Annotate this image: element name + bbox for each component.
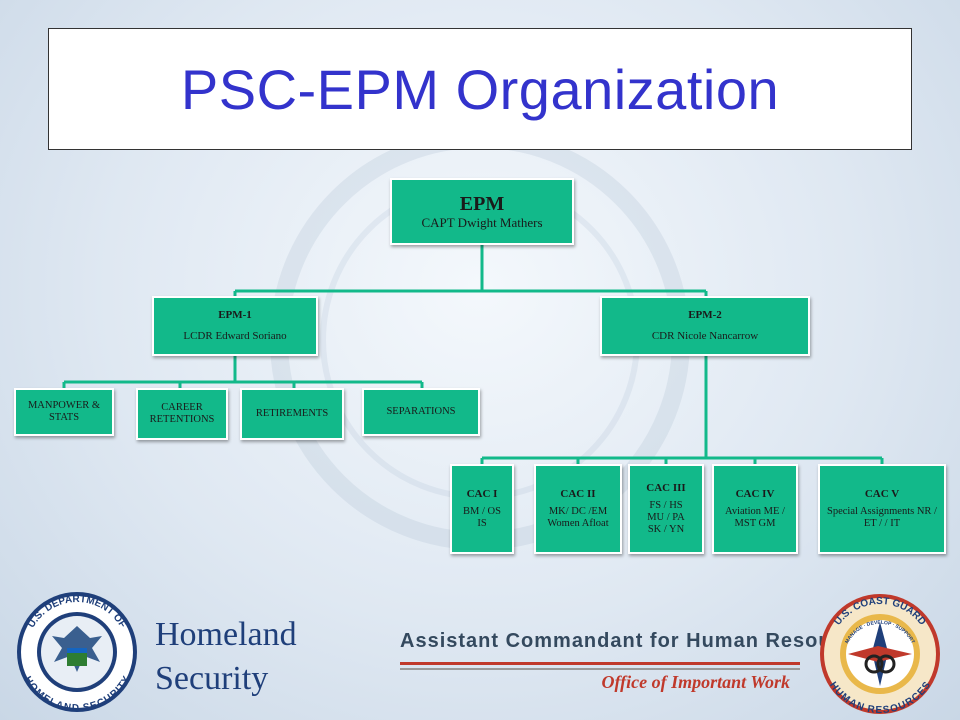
node-career-retentions: CAREER RETENTIONS [136, 388, 228, 440]
node-retirements-label: RETIREMENTS [255, 407, 329, 419]
dhs-seal-icon: U.S. DEPARTMENT OF HOMELAND SECURITY [17, 592, 137, 714]
node-cac-2-name: CAC II [560, 487, 596, 500]
page-title: PSC-EPM Organization [180, 57, 780, 121]
node-cac-1-lines: BM / OS IS [463, 506, 501, 530]
node-cac-4: CAC IV Aviation ME / MST GM [712, 464, 798, 554]
footer-red-rule [400, 662, 800, 665]
node-epm-sub: CAPT Dwight Mathers [421, 214, 543, 230]
uscg-human-resources-seal-icon: U.S. COAST GUARD HUMAN RESOURCES MANAGE … [820, 594, 940, 716]
footer-gray-rule [400, 668, 800, 670]
node-cac-2-lines: MK/ DC /EM Women Afloat [547, 506, 609, 530]
node-cac-3-lines: FS / HS MU / PA SK / YN [647, 500, 685, 536]
node-epm-name: EPM [459, 192, 505, 215]
node-cac-4-name: CAC IV [735, 487, 775, 500]
node-cac-5: CAC V Special Assignments NR / ET / / IT [818, 464, 946, 554]
node-epm1-name: EPM-1 [218, 309, 252, 322]
node-cac-1-name: CAC I [466, 487, 498, 500]
office-label: Office of Important Work [601, 672, 790, 692]
node-cac-1: CAC I BM / OS IS [450, 464, 514, 554]
node-epm2-sub: CDR Nicole Nancarrow [651, 330, 759, 342]
node-manpower-stats: MANPOWER & STATS [14, 388, 114, 436]
node-cac-3-name: CAC III [646, 481, 686, 494]
node-manpower-stats-label: MANPOWER & STATS [27, 399, 101, 423]
node-cac-5-name: CAC V [864, 487, 900, 500]
node-epm: EPM CAPT Dwight Mathers [390, 178, 574, 245]
node-epm2: EPM-2 CDR Nicole Nancarrow [600, 296, 810, 356]
assistant-commandant-label: Assistant Commandant for Human Resources [400, 630, 877, 652]
node-retirements: RETIREMENTS [240, 388, 344, 440]
node-epm2-name: EPM-2 [688, 309, 722, 322]
node-epm1-sub: LCDR Edward Soriano [183, 330, 287, 342]
node-separations: SEPARATIONS [362, 388, 480, 436]
node-cac-2: CAC II MK/ DC /EM Women Afloat [534, 464, 622, 554]
node-cac-3: CAC III FS / HS MU / PA SK / YN [628, 464, 704, 554]
title-box: PSC-EPM Organization [48, 28, 912, 150]
security-label: Security [155, 660, 269, 697]
node-cac-4-lines: Aviation ME / MST GM [725, 506, 785, 530]
homeland-label: Homeland [155, 616, 297, 653]
node-cac-5-lines: Special Assignments NR / ET / / IT [827, 506, 937, 530]
node-career-retentions-label: CAREER RETENTIONS [149, 401, 215, 425]
node-epm1: EPM-1 LCDR Edward Soriano [152, 296, 318, 356]
node-separations-label: SEPARATIONS [386, 405, 456, 417]
